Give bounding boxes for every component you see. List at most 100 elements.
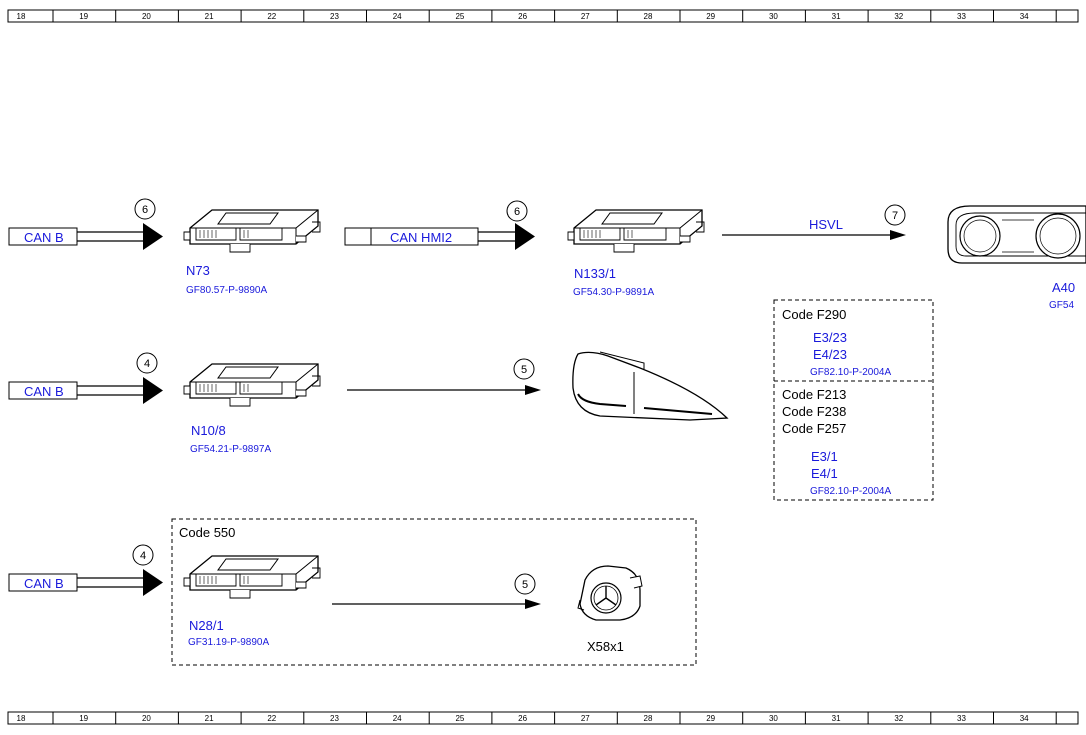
top-ruler-column-33: 33 (957, 12, 966, 21)
bottom-ruler-column-20: 20 (142, 714, 151, 723)
bottom-ruler-column-22: 22 (267, 714, 276, 723)
control-unit-n28-icon (183, 555, 321, 599)
svg-text:7: 7 (892, 210, 898, 222)
module-n133-ref[interactable]: GF54.30-P-9891A (573, 287, 654, 298)
bottom-ruler-column-18: 18 (17, 714, 26, 723)
code-top-ref[interactable]: GF82.10-P-2004A (810, 367, 891, 378)
hsvl-output: HSVL (722, 217, 906, 240)
hsvl-label: HSVL (809, 217, 843, 232)
top-ruler-column-30: 30 (769, 12, 778, 21)
badge-row2-output: 5 (513, 358, 535, 380)
code-bottom-item-2: E4/1 (811, 466, 838, 481)
module-n10-ref[interactable]: GF54.21-P-9897A (190, 444, 271, 455)
bottom-ruler-column-21: 21 (205, 714, 214, 723)
svg-text:5: 5 (521, 364, 527, 376)
badge-row2-input: 4 (136, 352, 158, 374)
module-n28-ref[interactable]: GF31.19-P-9890A (188, 637, 269, 648)
code-top-item-1: E3/23 (813, 330, 847, 345)
svg-text:4: 4 (144, 358, 150, 370)
top-ruler-column-28: 28 (644, 12, 653, 21)
top-ruler-column-25: 25 (455, 12, 464, 21)
bottom-ruler-column-34: 34 (1020, 714, 1029, 723)
top-ruler-column-19: 19 (79, 12, 88, 21)
row3-output-line (332, 599, 541, 609)
bottom-ruler-column-19: 19 (79, 714, 88, 723)
arrowhead-icon (525, 385, 541, 395)
svg-text:6: 6 (142, 204, 148, 216)
arrowhead-icon (890, 230, 906, 240)
code-bottom-ref[interactable]: GF82.10-P-2004A (810, 486, 891, 497)
cluster-name: A40 (1052, 280, 1075, 295)
badge-row1-input: 6 (134, 198, 156, 220)
top-ruler-column-34: 34 (1020, 12, 1029, 21)
arrowhead-icon (525, 599, 541, 609)
top-ruler-column-24: 24 (393, 12, 402, 21)
can-b-label-1: CAN B (24, 230, 64, 245)
badge-row3-input: 4 (132, 544, 154, 566)
can-hmi2-bus: CAN HMI2 (344, 223, 535, 250)
code-bottom-2: Code F238 (782, 404, 846, 419)
arrowhead-icon (515, 223, 535, 250)
top-ruler-column-29: 29 (706, 12, 715, 21)
top-ruler-column-21: 21 (205, 12, 214, 21)
arrowhead-icon (143, 223, 163, 250)
code-f290-label: Code F290 (782, 307, 846, 322)
row3-can-b-input: CAN B (8, 569, 163, 596)
badge-row1-bus: 6 (506, 200, 528, 222)
control-unit-n10-icon (183, 363, 321, 407)
bottom-ruler-column-31: 31 (832, 714, 841, 723)
code-550-box (171, 518, 697, 666)
badge-row1-output: 7 (884, 204, 906, 226)
code-bottom-3: Code F257 (782, 421, 846, 436)
svg-text:6: 6 (514, 206, 520, 218)
connector-x58x1-label: X58x1 (587, 639, 624, 654)
bottom-ruler-column-24: 24 (393, 714, 402, 723)
bottom-ruler-column-32: 32 (894, 714, 903, 723)
bottom-ruler-column-27: 27 (581, 714, 590, 723)
code-bottom-item-1: E3/1 (811, 449, 838, 464)
code-top-item-2: E4/23 (813, 347, 847, 362)
top-ruler-column-27: 27 (581, 12, 590, 21)
control-unit-n73-icon (183, 209, 321, 253)
badge-row3-output: 5 (514, 573, 536, 595)
top-ruler-column-26: 26 (518, 12, 527, 21)
module-n133-name: N133/1 (574, 266, 616, 281)
top-ruler-column-22: 22 (267, 12, 276, 21)
top-ruler-column-31: 31 (832, 12, 841, 21)
module-n73-name: N73 (186, 263, 210, 278)
bottom-ruler-column-29: 29 (706, 714, 715, 723)
code-bottom-1: Code F213 (782, 387, 846, 402)
connector-x58x1-icon (577, 565, 643, 621)
can-b-label-3: CAN B (24, 576, 64, 591)
row2-can-b-input: CAN B (8, 377, 163, 404)
row1-can-b-input: CAN B (8, 223, 163, 250)
can-hmi2-label: CAN HMI2 (390, 230, 452, 245)
row2-output-line (347, 385, 541, 395)
svg-text:4: 4 (140, 550, 146, 562)
module-n73-ref[interactable]: GF80.57-P-9890A (186, 285, 267, 296)
bottom-ruler-column-30: 30 (769, 714, 778, 723)
bottom-ruler-column-23: 23 (330, 714, 339, 723)
tail-lamp-icon (572, 351, 729, 421)
bottom-ruler: 18 19 20 21 22 23 24 25 26 27 28 29 30 31 32 33 34 (7, 711, 1079, 725)
bottom-ruler-column-26: 26 (518, 714, 527, 723)
svg-text:5: 5 (522, 579, 528, 591)
can-b-label-2: CAN B (24, 384, 64, 399)
arrowhead-icon (143, 569, 163, 596)
top-ruler-column-20: 20 (142, 12, 151, 21)
bottom-ruler-column-28: 28 (644, 714, 653, 723)
bottom-ruler-column-25: 25 (455, 714, 464, 723)
code-box-lighting (773, 299, 934, 501)
module-n28-name: N28/1 (189, 618, 224, 633)
cluster-ref[interactable]: GF54 (1049, 300, 1074, 311)
code-550-label: Code 550 (179, 525, 235, 540)
top-ruler-column-18: 18 (17, 12, 26, 21)
instrument-cluster-icon (947, 205, 1086, 264)
top-ruler-column-32: 32 (894, 12, 903, 21)
arrowhead-icon (143, 377, 163, 404)
module-n10-name: N10/8 (191, 423, 226, 438)
control-unit-n133-icon (567, 209, 705, 253)
bottom-ruler-column-33: 33 (957, 714, 966, 723)
